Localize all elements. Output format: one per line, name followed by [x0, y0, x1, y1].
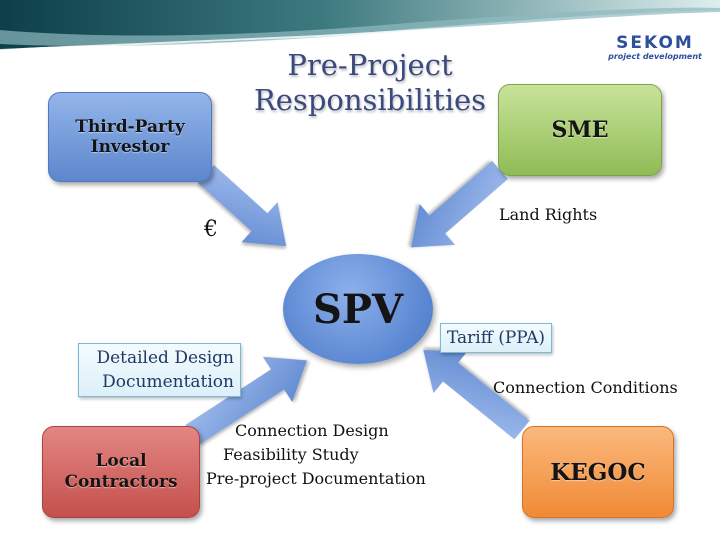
sme-flow-label: Land Rights: [499, 205, 598, 224]
detailed-design-callout: Detailed Design Documentation: [78, 343, 241, 397]
kegoc-box: KEGOC: [522, 426, 674, 518]
investor-label-line-1: Third-Party: [75, 117, 185, 137]
header-wave-decoration: [0, 0, 720, 51]
local-contractors-box: Local Contractors: [42, 426, 200, 518]
tariff-label: Tariff (PPA): [447, 328, 546, 348]
investor-flow-label: €: [204, 217, 218, 242]
kegoc-flow-label: Connection Conditions: [493, 378, 678, 397]
page-title: Pre-Project Responsibilities: [220, 48, 520, 118]
contractors-item-pre-project-documentation: Pre-project Documentation: [206, 469, 426, 488]
spv-center-node: SPV: [283, 254, 433, 364]
contractors-item-feasibility-study: Feasibility Study: [223, 445, 359, 464]
contractors-item-connection-design: Connection Design: [235, 421, 389, 440]
third-party-investor-box: Third-Party Investor: [48, 92, 212, 182]
callout-design-line-1: Detailed Design: [96, 348, 234, 368]
arrow-investor-to-spv: [197, 165, 287, 247]
sekom-logo: SEKOM project development: [600, 34, 710, 62]
logo-tagline: project development: [608, 52, 702, 61]
kegoc-label: KEGOC: [550, 458, 646, 486]
title-line-2: Responsibilities: [253, 83, 487, 117]
spv-label: SPV: [313, 285, 403, 333]
tariff-callout: Tariff (PPA): [440, 323, 553, 353]
investor-label-line-2: Investor: [90, 137, 170, 157]
arrow-contractors-to-spv: [185, 356, 307, 446]
arrow-sme-to-spv: [410, 160, 508, 248]
contractors-label-line-2: Contractors: [64, 472, 178, 492]
sme-box: SME: [498, 84, 662, 176]
callout-design-line-2: Documentation: [102, 372, 234, 392]
title-line-1: Pre-Project: [287, 48, 453, 82]
logo-name: SEKOM: [616, 33, 694, 53]
arrow-kegoc-to-spv: [423, 350, 530, 440]
contractors-label-line-1: Local: [95, 451, 147, 471]
sme-label: SME: [551, 117, 609, 143]
